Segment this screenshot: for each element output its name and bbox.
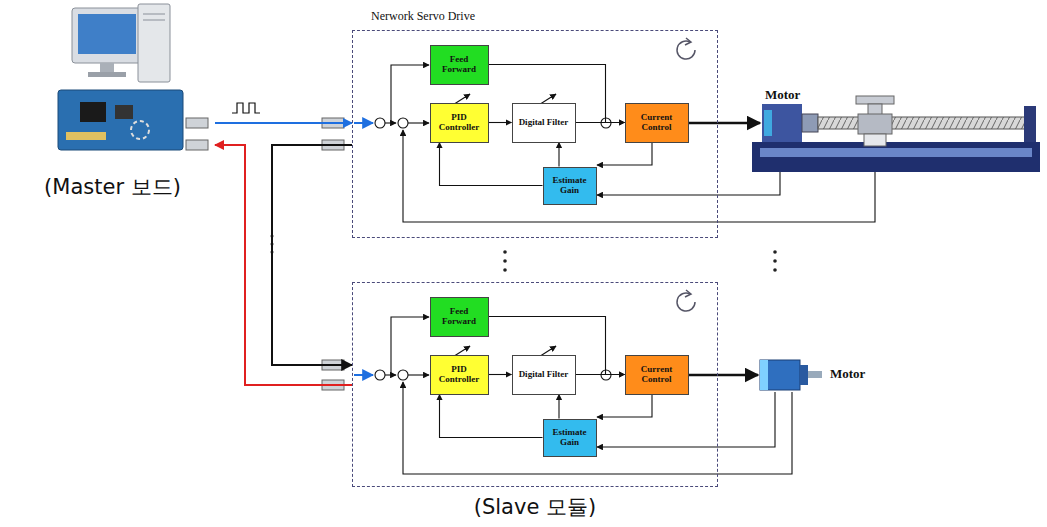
gain-box: Estimate Gain bbox=[543, 167, 597, 205]
slave-module-frame: (Slave 모듈)Feed ForwardPID ControllerDigi… bbox=[352, 282, 718, 487]
ball-screw-stage bbox=[752, 96, 1040, 172]
ball-screw-stage bbox=[1024, 106, 1036, 142]
signal-connector bbox=[215, 145, 352, 385]
loop-wiring bbox=[398, 118, 408, 128]
output-wiring bbox=[687, 122, 760, 125]
ellipsis-dots bbox=[503, 259, 507, 263]
feed-forward-box: Feed Forward bbox=[430, 297, 489, 337]
ellipsis-dots bbox=[271, 235, 777, 272]
master-computer bbox=[143, 20, 165, 21]
group-title: (Slave 모듈) bbox=[353, 493, 717, 521]
block-label: Digital Filter bbox=[519, 370, 569, 380]
ellipsis-dots bbox=[503, 268, 507, 272]
ellipsis-dots bbox=[773, 268, 777, 272]
signal-connector bbox=[272, 145, 352, 365]
current-box: Current Control bbox=[625, 355, 689, 395]
block-label: PID Controller bbox=[433, 365, 486, 385]
block-label: Estimate Gain bbox=[546, 176, 594, 196]
block-label: Current Control bbox=[628, 113, 686, 133]
signal-connector bbox=[440, 395, 543, 438]
ball-screw-stage bbox=[858, 114, 892, 134]
signal-connector bbox=[576, 374, 625, 375]
gain-box: Estimate Gain bbox=[543, 419, 597, 457]
output-wiring bbox=[403, 123, 875, 474]
master-computer bbox=[100, 63, 114, 73]
signal-connector bbox=[576, 122, 625, 123]
block-label: Feed Forward bbox=[433, 55, 486, 75]
master-computer bbox=[88, 72, 126, 77]
ball-screw-stage bbox=[762, 104, 802, 142]
master-board bbox=[58, 90, 208, 150]
output-wiring bbox=[597, 172, 780, 195]
connector-plug bbox=[322, 118, 344, 390]
master-computer bbox=[72, 4, 170, 82]
master-board: (Master 보드) bbox=[10, 0, 215, 205]
ball-screw-stage bbox=[760, 148, 1032, 157]
group-title: (Master 보드) bbox=[10, 173, 215, 201]
motor-symbol bbox=[808, 371, 822, 378]
current-box: Current Control bbox=[625, 103, 689, 143]
master-board bbox=[186, 140, 208, 150]
signal-connector bbox=[215, 122, 352, 124]
master-computer bbox=[143, 14, 165, 15]
filter-box: Digital Filter bbox=[512, 103, 576, 143]
ellipsis-dots bbox=[773, 250, 777, 254]
loop-wiring bbox=[391, 65, 429, 123]
ellipsis-dots bbox=[503, 250, 507, 254]
ellipsis-dots bbox=[773, 259, 777, 263]
master-board bbox=[58, 90, 183, 150]
loop-wiring bbox=[354, 38, 695, 165]
pulse-signal bbox=[232, 103, 260, 113]
master-computer bbox=[72, 8, 142, 63]
master-board bbox=[66, 132, 106, 140]
master-board bbox=[186, 118, 208, 128]
pid-box: PID Controller bbox=[430, 355, 489, 395]
motor-label: Motor bbox=[830, 366, 865, 382]
servo-drive-frame: Nerwork Servo DriveFeed ForwardPID Contr… bbox=[352, 30, 718, 238]
pid-box: PID Controller bbox=[430, 103, 489, 143]
output-wiring bbox=[687, 374, 758, 377]
master-board bbox=[115, 105, 133, 119]
ball-screw-stage bbox=[764, 110, 772, 136]
loop-wiring bbox=[375, 118, 385, 128]
filter-box: Digital Filter bbox=[512, 355, 576, 395]
ball-screw-stage bbox=[752, 142, 1040, 172]
ball-screw-stage bbox=[818, 117, 1026, 129]
group-title: Nerwork Servo Drive bbox=[371, 9, 475, 24]
output-wiring bbox=[597, 392, 775, 447]
block-label: Current Control bbox=[628, 365, 686, 385]
master-board bbox=[80, 102, 106, 122]
motor-label: Motor bbox=[765, 87, 800, 103]
master-computer bbox=[78, 14, 136, 54]
ball-screw-stage bbox=[856, 96, 894, 104]
block-label: Feed Forward bbox=[433, 307, 486, 327]
signal-connector bbox=[489, 122, 512, 123]
signal-connector bbox=[440, 143, 543, 186]
motor-symbol bbox=[760, 360, 768, 390]
feed-forward-box: Feed Forward bbox=[430, 45, 489, 85]
motor-symbol bbox=[760, 360, 800, 390]
block-label: PID Controller bbox=[433, 113, 486, 133]
loop-wiring bbox=[354, 122, 373, 124]
loop-wiring bbox=[354, 290, 695, 417]
output-wiring bbox=[403, 382, 792, 474]
loop-wiring bbox=[685, 38, 691, 45]
signal-connector bbox=[558, 395, 559, 419]
signal-connector bbox=[558, 143, 559, 167]
master-board bbox=[131, 121, 149, 139]
master-computer bbox=[138, 4, 170, 82]
ball-screw-stage bbox=[864, 134, 886, 146]
loop-wiring bbox=[408, 122, 429, 123]
signal-connector bbox=[489, 374, 512, 375]
motor-symbol bbox=[800, 365, 808, 385]
block-label: Estimate Gain bbox=[546, 428, 594, 448]
motor-symbol bbox=[760, 360, 822, 390]
loop-wiring bbox=[597, 143, 652, 165]
ball-screw-stage bbox=[802, 114, 818, 132]
block-label: Digital Filter bbox=[519, 118, 569, 128]
